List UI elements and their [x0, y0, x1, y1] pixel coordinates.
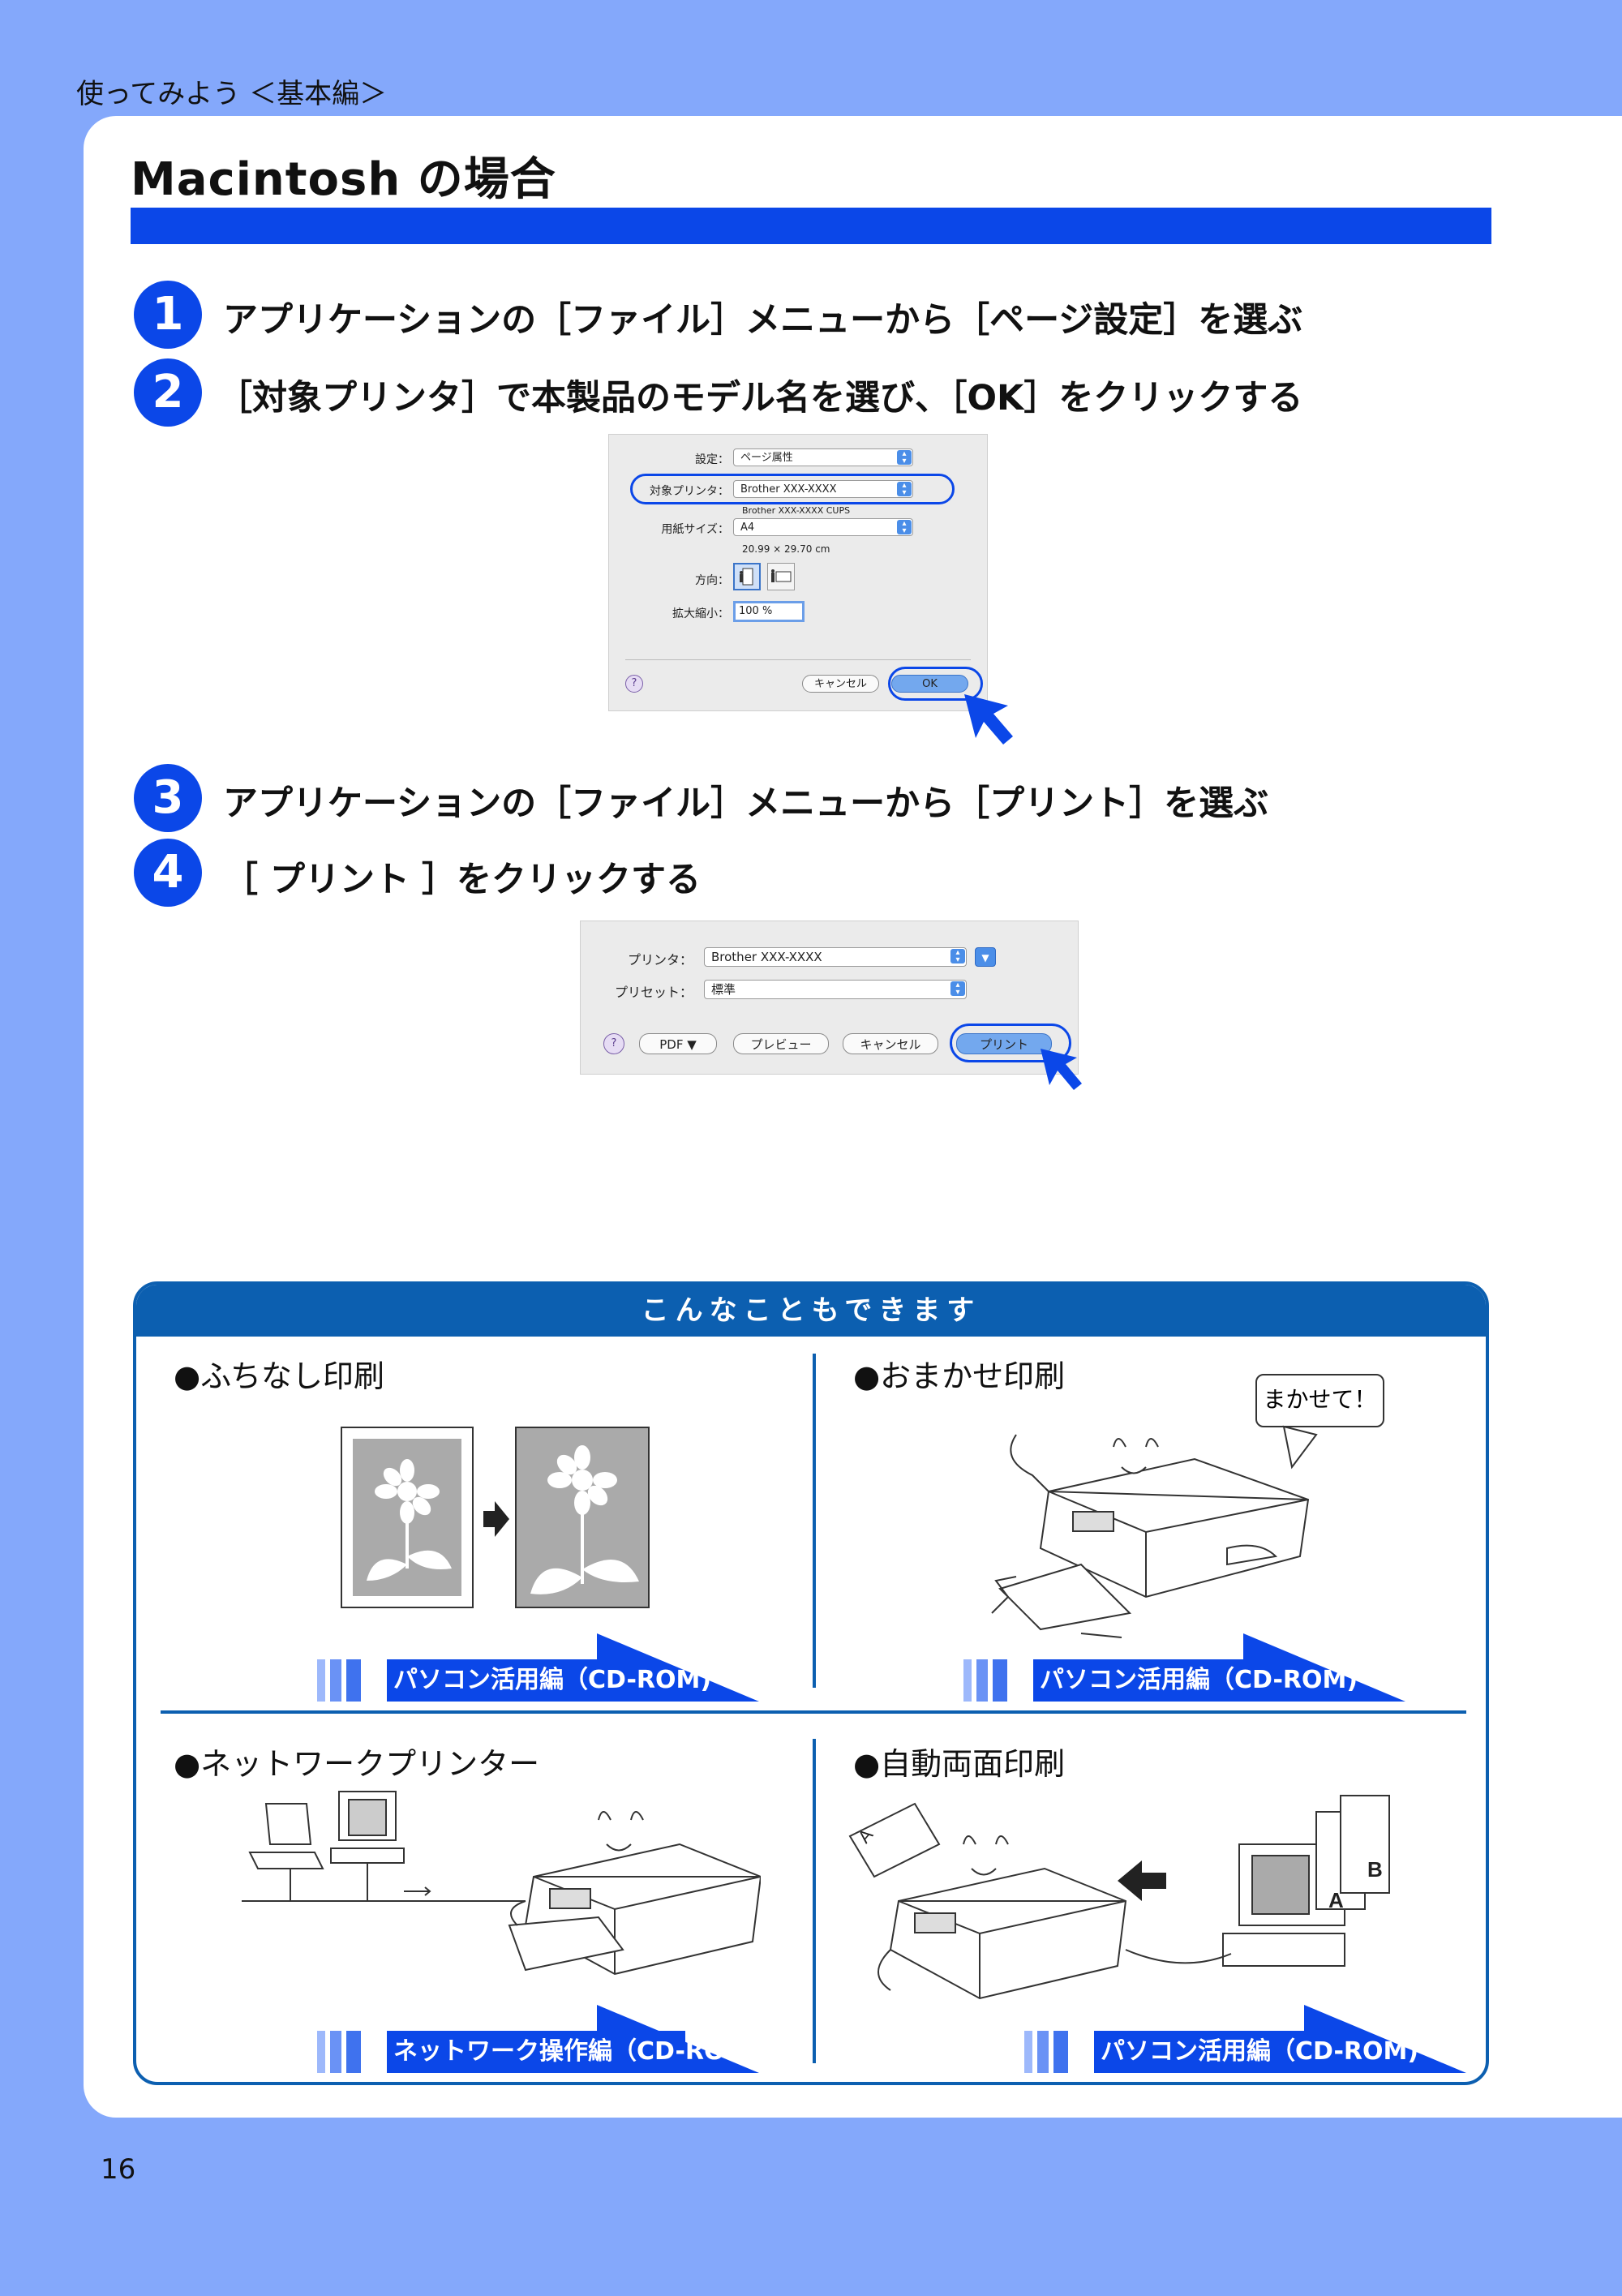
- printer-label: 対象プリンタ：: [650, 485, 729, 498]
- feature-title-network: ●ネットワークプリンター: [174, 1746, 540, 1782]
- header-label: 使ってみよう ＜基本編＞: [76, 78, 388, 110]
- duplex-printing-illustration: A A B: [848, 1795, 1390, 2000]
- reference-banner: ネットワーク操作編（CD-ROM): [317, 2005, 760, 2073]
- popup-arrows-icon: ▴▾: [950, 949, 965, 964]
- reference-label: パソコン活用編（CD-ROM): [1094, 2031, 1418, 2073]
- paper-size-value: A4: [740, 521, 755, 534]
- divider: [813, 1354, 816, 1688]
- features-heading: こんなこともできます: [136, 1285, 1486, 1337]
- popup-arrows-icon: ▴▾: [950, 981, 965, 997]
- reference-label: パソコン活用編（CD-ROM): [387, 1659, 711, 1702]
- printer-mascot-illustration: [991, 1425, 1318, 1638]
- paper-size-label: 用紙サイズ：: [661, 523, 729, 536]
- scale-label: 拡大縮小：: [672, 607, 729, 620]
- target-printer-popup[interactable]: Brother XXX-XXXX ▴▾: [733, 480, 913, 498]
- landscape-icon: [771, 569, 792, 582]
- printer-value: Brother XXX-XXXX: [711, 950, 822, 964]
- reference-label: パソコン活用編（CD-ROM): [1033, 1659, 1358, 1702]
- landscape-orientation-button[interactable]: [767, 563, 795, 590]
- settings-popup[interactable]: ページ属性 ▴▾: [733, 448, 913, 466]
- highlight-ring: [630, 474, 955, 504]
- popup-arrows-icon: ▴▾: [897, 482, 912, 497]
- print-dialog: プリンタ： Brother XXX-XXXX ▴▾ ▼ プリセット： 標準 ▴▾…: [580, 921, 1079, 1075]
- settings-value: ページ属性: [740, 452, 793, 464]
- pointer-arrow-icon: [964, 694, 1013, 745]
- divider: [625, 659, 971, 660]
- speech-bubble: まかせて！: [1255, 1374, 1384, 1427]
- portrait-orientation-button[interactable]: [733, 563, 761, 590]
- network-printer-illustration: [242, 1791, 761, 1976]
- feature-title-auto-print: ●おまかせ印刷: [853, 1358, 1066, 1394]
- feature-title-duplex: ●自動両面印刷: [853, 1746, 1066, 1782]
- cancel-button[interactable]: キャンセル: [843, 1033, 938, 1054]
- reference-banner: パソコン活用編（CD-ROM): [963, 1633, 1405, 1702]
- divider: [161, 1710, 1466, 1714]
- paper-dimensions: 20.99 × 29.70 cm: [742, 543, 830, 555]
- step-3-text: アプリケーションの［ファイル］メニューから［プリント］を選ぶ: [223, 783, 1269, 824]
- highlight-ring: [888, 667, 983, 701]
- section-title: Macintosh の場合: [131, 153, 556, 206]
- reference-banner: パソコン活用編（CD-ROM): [1024, 2005, 1466, 2073]
- printer-popup[interactable]: Brother XXX-XXXX ▴▾: [704, 947, 967, 967]
- reference-banner: パソコン活用編（CD-ROM): [317, 1633, 759, 1702]
- borderless-flower-illustration: [341, 1427, 650, 1608]
- settings-label: 設定：: [695, 453, 729, 466]
- reference-label: ネットワーク操作編（CD-ROM): [387, 2031, 760, 2073]
- portrait-icon: [740, 568, 753, 586]
- step-1-text: アプリケーションの［ファイル］メニューから［ページ設定］を選ぶ: [223, 300, 1303, 341]
- help-icon[interactable]: ?: [625, 675, 643, 693]
- highlight-ring: [950, 1024, 1071, 1062]
- divider: [813, 1739, 816, 2063]
- feature-title-borderless: ●ふちなし印刷: [174, 1358, 385, 1394]
- preset-popup[interactable]: 標準 ▴▾: [704, 980, 967, 999]
- expand-dialog-button[interactable]: ▼: [975, 947, 996, 967]
- features-box: こんなこともできます ●ふちなし印刷 パソコン活用編: [133, 1281, 1489, 2085]
- help-icon[interactable]: ?: [603, 1033, 624, 1054]
- step-4-badge: 4: [134, 839, 202, 907]
- title-underline-bar: [131, 208, 1491, 244]
- step-4-text: ［ プリント ］をクリックする: [223, 860, 701, 900]
- preset-value: 標準: [711, 982, 736, 997]
- target-printer-value: Brother XXX-XXXX: [740, 483, 837, 496]
- paper-size-popup[interactable]: A4 ▴▾: [733, 518, 913, 536]
- page-number: 16: [101, 2153, 136, 2186]
- page-setup-dialog: 設定： ページ属性 ▴▾ 対象プリンタ： Brother XXX-XXXX ▴▾…: [608, 434, 988, 711]
- page-b-label: B: [1367, 1857, 1383, 1882]
- step-2-text: ［対象プリンタ］で本製品のモデル名を選び、［OK］をクリックする: [217, 378, 1303, 418]
- pdf-button[interactable]: PDF ▼: [639, 1033, 717, 1054]
- step-2-badge: 2: [134, 358, 202, 427]
- cancel-button[interactable]: キャンセル: [802, 675, 879, 693]
- step-3-badge: 3: [134, 764, 202, 832]
- popup-arrows-icon: ▴▾: [897, 520, 912, 535]
- preset-label: プリセット：: [614, 985, 693, 1000]
- page-a-label: A: [1328, 1888, 1344, 1912]
- printer-label: プリンタ：: [627, 952, 693, 968]
- step-1-badge: 1: [134, 281, 202, 349]
- pointer-arrow-icon: [1041, 1049, 1082, 1090]
- popup-arrows-icon: ▴▾: [897, 450, 912, 466]
- preview-button[interactable]: プレビュー: [733, 1033, 829, 1054]
- orientation-label: 方向：: [695, 574, 729, 587]
- scale-input[interactable]: 100 %: [733, 601, 805, 622]
- printer-sub-label: Brother XXX-XXXX CUPS: [742, 505, 851, 516]
